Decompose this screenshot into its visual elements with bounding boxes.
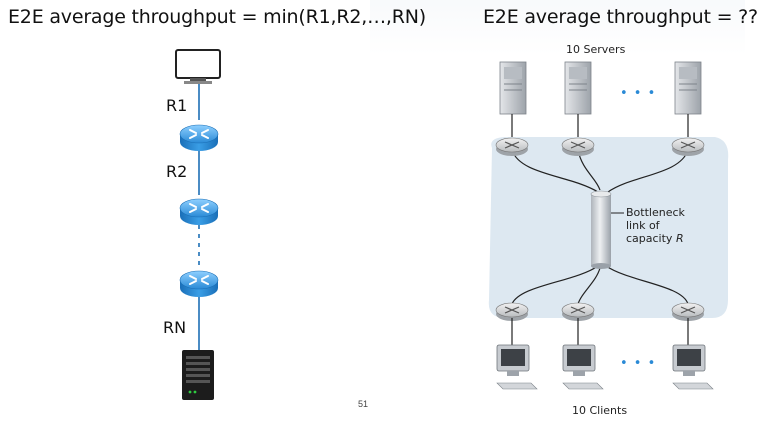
servers-label: 10 Servers — [566, 43, 626, 56]
router-icon — [671, 137, 705, 156]
router-icon — [179, 270, 219, 297]
server-icon — [499, 61, 527, 115]
router-icon — [495, 137, 529, 156]
left-title: E2E average throughput = min(R1,R2,…,RN) — [8, 6, 426, 28]
server-icon — [674, 61, 702, 115]
bottleneck-label: Bottleneck link of capacity R — [626, 206, 685, 245]
right-title: E2E average throughput = ?? — [483, 6, 758, 28]
servers-ellipsis: • • • — [620, 86, 657, 101]
label-rn: RN — [163, 318, 187, 337]
desktop-icon — [496, 344, 538, 390]
clients-ellipsis: • • • — [620, 356, 657, 371]
desktop-icon — [672, 344, 714, 390]
router-icon — [561, 137, 595, 156]
desktop-icon — [562, 344, 604, 390]
router-icon — [179, 198, 219, 225]
label-r1: R1 — [166, 96, 188, 115]
bottleneck-line2: link of — [626, 219, 660, 232]
laptop-icon — [175, 49, 221, 84]
router-icon — [671, 302, 705, 321]
router-icon — [561, 302, 595, 321]
label-r2: R2 — [166, 162, 188, 181]
clients-label: 10 Clients — [572, 404, 628, 417]
server-icon — [564, 61, 592, 115]
bottleneck-line3: capacity R — [626, 232, 685, 245]
router-icon — [495, 302, 529, 321]
server-icon — [182, 350, 214, 400]
access-links — [511, 149, 689, 305]
bottleneck-link — [590, 190, 624, 269]
bottleneck-capacity-word: capacity — [626, 232, 673, 245]
bottleneck-line1: Bottleneck — [626, 206, 685, 219]
router-icon — [179, 124, 219, 151]
page-number: 51 — [358, 399, 369, 409]
bottleneck-var: R — [675, 232, 684, 245]
title-band — [370, 0, 745, 55]
